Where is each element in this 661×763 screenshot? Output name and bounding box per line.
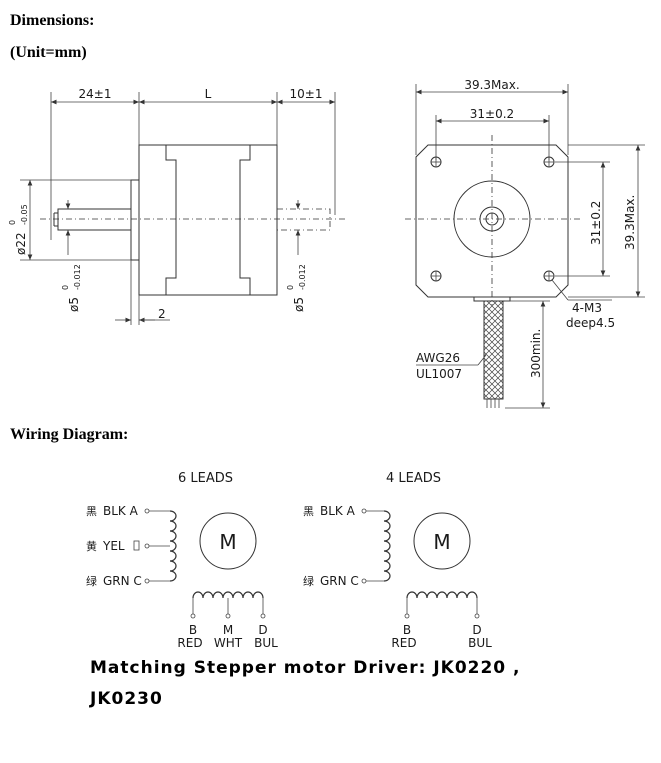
six-d-bottom: BUL [254, 636, 278, 650]
wire-std-label: UL1007 [416, 367, 462, 381]
four-leads-motor-symbol [413, 512, 471, 570]
shaft-collar [479, 206, 505, 232]
six-leads-motor-symbol [199, 512, 257, 570]
four-a-cn: 黑 [303, 505, 314, 518]
four-coil-b [406, 591, 478, 599]
screw-label: 4-M3 [572, 301, 602, 315]
hole-pitch-v-label: 31±0.2 [589, 201, 603, 245]
motor-body [138, 144, 278, 296]
wiring-four-leads: 4 LEADS M 黑 BLK A 绿 GRN C B RED D BUL [303, 471, 492, 650]
six-e-cn: 绿 [86, 574, 97, 588]
six-d-top: D [258, 623, 267, 637]
hole-pitch-h-label: 31±0.2 [470, 107, 514, 121]
four-b-top: B [403, 623, 411, 637]
dia-5-left-label: ø5 [67, 297, 81, 312]
lead-wire-bundle [483, 300, 504, 400]
six-m-bottom: WHT [214, 636, 243, 650]
rear-shaft [276, 208, 331, 231]
six-a-label: BLK A [103, 504, 139, 518]
shaft-face [485, 212, 499, 226]
six-coil-b [192, 591, 264, 599]
four-b-bottom: RED [391, 636, 416, 650]
four-e-cn: 绿 [303, 574, 314, 588]
driver-line-1: Matching Stepper motor Driver: JK0220 , [90, 658, 521, 678]
six-m-top: M [223, 623, 233, 637]
wiring-six-leads: 6 LEADS M 黑 BLK A 黄 YEL 绿 GRN C B RED M … [86, 471, 278, 650]
wire-gauge-label: AWG26 [416, 351, 460, 365]
lead-length-label: 300min. [529, 329, 543, 378]
unit-label: (Unit=mm) [10, 44, 87, 61]
side-view: 24±1 L 10±1 ø22 0 -0.05 ø5 0 -0.012 ø5 0… [8, 87, 345, 325]
six-leads-title: 6 LEADS [178, 471, 233, 486]
front-shaft [57, 208, 132, 231]
width-max-label: 39.3Max. [464, 78, 519, 92]
dim-body-label: L [205, 87, 212, 101]
four-e-label: GRN C [320, 574, 359, 588]
four-a-label: BLK A [320, 504, 356, 518]
dim-flange-label: 2 [158, 307, 166, 321]
six-b-bottom: RED [177, 636, 202, 650]
six-b-top: B [189, 623, 197, 637]
six-a-cn: 黑 [86, 505, 97, 518]
front-view: 39.3Max. 31±0.2 31±0.2 39.3Max. 4-M3 dee… [405, 78, 645, 409]
dia-5-right-label: ø5 [292, 297, 306, 312]
four-d-top: D [472, 623, 481, 637]
four-coil-a [383, 510, 391, 582]
dia-22-label: ø22 [14, 232, 28, 255]
four-d-bottom: BUL [468, 636, 492, 650]
height-max-label: 39.3Max. [623, 195, 637, 250]
four-leads-motor-label: M [433, 530, 450, 554]
dim-left-label: 24±1 [79, 87, 112, 101]
dimensions-heading: Dimensions: [10, 12, 95, 29]
flange [130, 179, 140, 261]
dia-5-left-tol-lower: -0.012 [73, 264, 82, 290]
body-inner-left [165, 145, 177, 295]
six-c-cn: 黄 [86, 539, 97, 553]
dia-22-tol-upper: 0 [8, 220, 17, 225]
six-c-label: YEL [102, 539, 125, 553]
dia-22-tol-lower: -0.05 [20, 204, 29, 225]
driver-line-2: JK0230 [90, 689, 163, 709]
boss-outer [453, 180, 531, 258]
dia-5-right-tol-lower: -0.012 [298, 264, 307, 290]
wiring-heading: Wiring Diagram: [10, 426, 129, 443]
body-inner-right [239, 145, 251, 295]
dia-5-right-tol-upper: 0 [286, 285, 295, 290]
six-leads-motor-label: M [219, 530, 236, 554]
six-coil-a [169, 510, 177, 582]
dim-right-label: 10±1 [290, 87, 323, 101]
six-e-label: GRN C [103, 574, 142, 588]
front-face [415, 144, 569, 298]
depth-label: deep4.5 [566, 316, 615, 330]
dia-5-left-tol-upper: 0 [61, 285, 70, 290]
four-leads-title: 4 LEADS [386, 471, 441, 486]
